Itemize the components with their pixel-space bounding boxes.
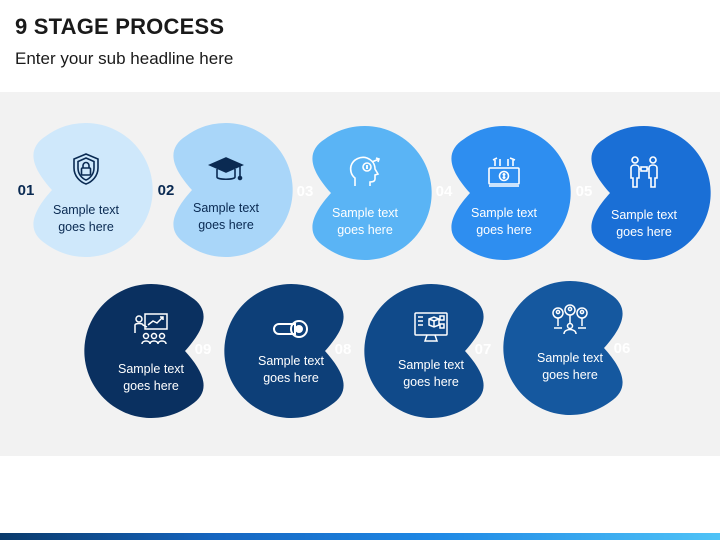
stage-label-line1: Sample text bbox=[331, 206, 398, 220]
money-bank-icon bbox=[484, 154, 524, 190]
stage-number: 03 bbox=[296, 183, 314, 200]
stage-label-line1: Sample text bbox=[610, 208, 677, 222]
head-dollar-icon bbox=[345, 154, 385, 190]
page-title: 9 STAGE PROCESS bbox=[15, 14, 225, 39]
stage-label-line2: goes here bbox=[337, 223, 393, 237]
presentation-icon bbox=[131, 311, 171, 347]
stage-label-line1: Sample text bbox=[117, 362, 184, 376]
team-network-icon bbox=[550, 304, 590, 340]
stage-number: 02 bbox=[157, 182, 175, 199]
stage-02: 02 Sample text goes here bbox=[156, 120, 296, 260]
computer-cube-icon bbox=[411, 309, 451, 345]
stage-08: 08 Sample text goes here bbox=[221, 281, 361, 421]
stage-label-line2: goes here bbox=[476, 223, 532, 237]
stage-number: 08 bbox=[334, 341, 352, 358]
stage-label-line2: goes here bbox=[616, 225, 672, 239]
stage-number: 05 bbox=[575, 183, 593, 200]
stage-label-line1: Sample text bbox=[536, 351, 603, 365]
page-subtitle: Enter your sub headline here bbox=[15, 49, 234, 68]
stage-label-line1: Sample text bbox=[52, 203, 119, 217]
stage-label-line1: Sample text bbox=[470, 206, 537, 220]
stage-label-line2: goes here bbox=[403, 375, 459, 389]
stage-01: 01 Sample text goes here bbox=[16, 120, 156, 260]
stage-04: 04 Sample text goes here bbox=[434, 123, 574, 263]
stage-label-line1: Sample text bbox=[257, 354, 324, 368]
stage-06: 06 Sample text goes here bbox=[500, 278, 640, 418]
stage-label-line2: goes here bbox=[263, 371, 319, 385]
shield-lock-icon bbox=[66, 151, 106, 187]
stage-number: 04 bbox=[435, 183, 453, 200]
stage-label-line2: goes here bbox=[542, 368, 598, 382]
stage-label-line1: Sample text bbox=[397, 358, 464, 372]
stage-label-line1: Sample text bbox=[192, 201, 259, 215]
stage-number: 01 bbox=[17, 182, 35, 199]
stage-number: 06 bbox=[613, 340, 631, 357]
key-toggle-icon bbox=[271, 311, 311, 347]
stage-label-line2: goes here bbox=[198, 218, 254, 232]
stage-label-line2: goes here bbox=[123, 379, 179, 393]
stage-03: 03 Sample text goes here bbox=[295, 123, 435, 263]
graduation-cap-icon bbox=[206, 151, 246, 187]
stage-07: 07 Sample text goes here bbox=[361, 281, 501, 421]
stage-05: 05 Sample text goes here bbox=[574, 123, 714, 263]
stage-label-line2: goes here bbox=[58, 220, 114, 234]
people-trade-icon bbox=[624, 154, 664, 190]
footer-bar bbox=[0, 533, 720, 540]
stage-number: 07 bbox=[474, 341, 492, 358]
stage-09: 09 Sample text goes here bbox=[81, 281, 221, 421]
stage-number: 09 bbox=[194, 341, 212, 358]
